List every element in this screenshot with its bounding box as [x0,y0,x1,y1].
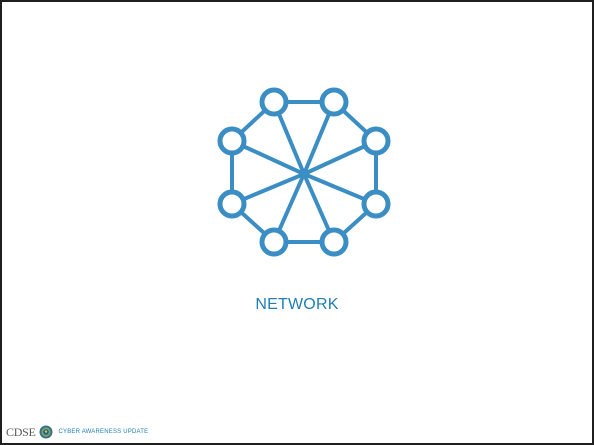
agency-seal-icon [39,425,53,439]
network-node [361,189,391,219]
cdse-logo: CDSE [6,425,36,439]
footer-caption: CYBER AWARENESS UPDATE [58,429,149,435]
network-node [259,87,289,117]
network-node [259,227,289,257]
footer: CDSE CYBER AWARENESS UPDATE [6,424,148,440]
network-node [217,126,247,156]
slide-title: NETWORK [255,296,339,313]
network-node [319,87,349,117]
network-node [361,126,391,156]
network-node [319,227,349,257]
network-icon [217,87,391,257]
network-node [217,189,247,219]
